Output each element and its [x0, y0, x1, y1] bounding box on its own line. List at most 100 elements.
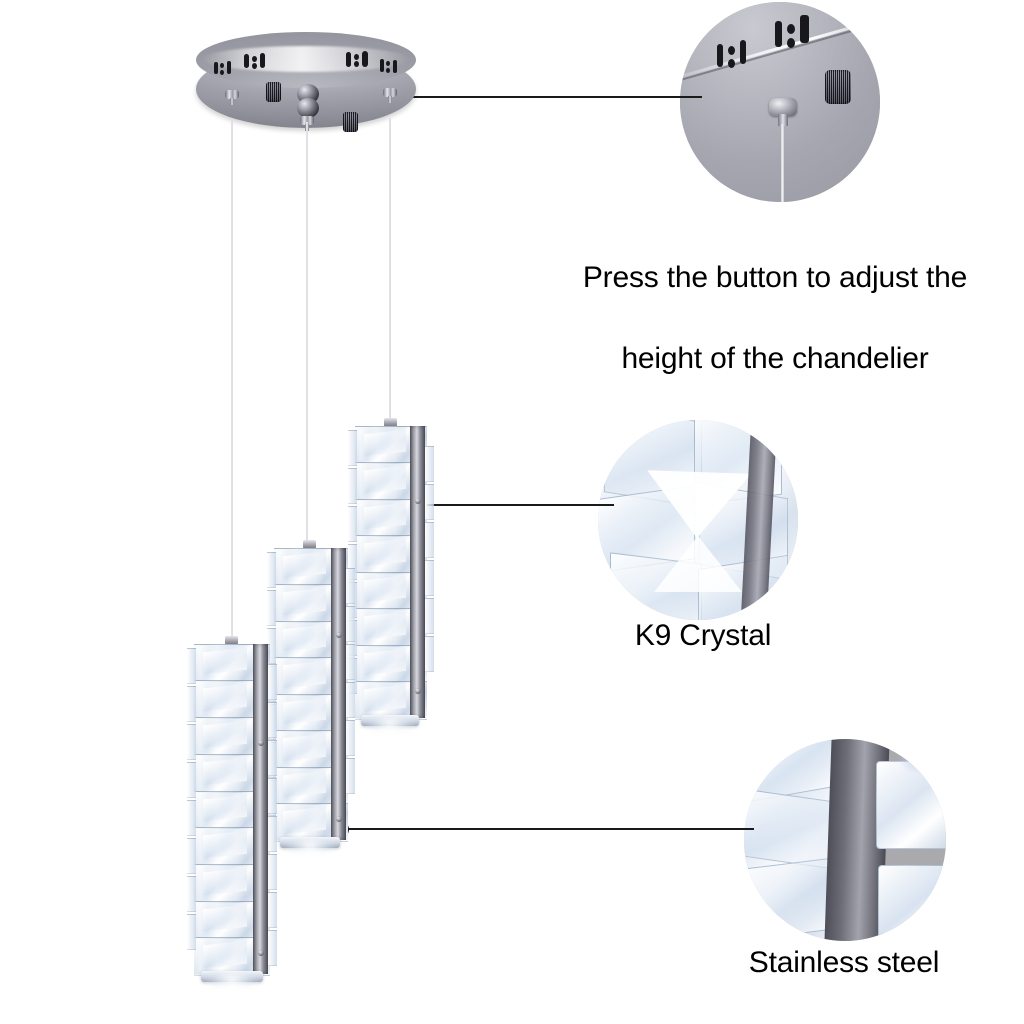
magnified-crystal-right-top: [876, 761, 946, 849]
crystal-side-tab: [348, 506, 357, 542]
crystal-side-tab: [267, 628, 276, 664]
gripper-cap: [225, 90, 239, 99]
magnifier-stainless-steel: [744, 739, 946, 941]
vent-hole: [386, 68, 390, 73]
magnifier-height-adjust: [680, 2, 880, 202]
vent-slot: [227, 61, 231, 74]
center-ball-finial: [297, 98, 319, 118]
pendant-middle: [267, 532, 355, 857]
spine-screw: [415, 498, 421, 504]
cable-gripper-collar: [778, 114, 788, 126]
caption-height-adjust-line2: height of the chandelier: [621, 341, 929, 375]
vent-slot: [380, 59, 384, 72]
crystal-side-tab: [268, 930, 277, 966]
vent-slot: [244, 54, 249, 68]
vent-hole: [354, 54, 359, 60]
crystal-side-tab: [346, 644, 355, 680]
crystal-side-tab: [268, 778, 277, 814]
spine-screw: [336, 632, 342, 638]
crystal-side-tab: [187, 762, 196, 798]
spine-screw: [415, 688, 421, 694]
vent-hole: [354, 61, 359, 67]
suspension-cable-right: [389, 118, 391, 474]
crystal-side-tab: [425, 522, 434, 558]
knurled-screw-cap[interactable]: [266, 82, 281, 102]
crystal-side-tab: [187, 724, 196, 760]
crystal-side-tab: [346, 720, 355, 756]
crystal-side-tab: [348, 430, 357, 466]
pendant-body: [267, 548, 355, 842]
crystal-side-tab: [425, 560, 434, 596]
pendant-light-glow: [202, 973, 262, 987]
crystal-side-tab: [187, 914, 196, 950]
stainless-steel-spine: [331, 548, 346, 840]
vent-hole: [728, 59, 735, 68]
pendant-light-glow: [281, 839, 339, 853]
vent-hole: [728, 46, 735, 55]
pendant-cap: [384, 418, 397, 427]
vent-slot: [214, 62, 218, 74]
crystal-side-tab: [348, 468, 357, 504]
caption-k9-crystal: K9 Crystal: [634, 619, 772, 652]
knurled-screw-cap[interactable]: [343, 112, 358, 132]
cable-gripper-button[interactable]: [769, 98, 797, 116]
callout-line-height-adjust: [396, 96, 702, 98]
crystal-side-tab: [268, 816, 277, 852]
canopy-highlight: [202, 46, 410, 72]
ceiling-canopy-plate: [196, 32, 416, 132]
suspension-cable-left: [231, 120, 233, 692]
crystal-side-tab: [346, 568, 355, 604]
crystal-side-tab: [425, 636, 434, 672]
pendant-body: [187, 644, 277, 976]
crystal-side-tab: [346, 758, 355, 794]
magnified-crystal-right-bottom: [878, 865, 946, 941]
caption-height-adjust: Press the button to adjust the height of…: [540, 218, 1010, 379]
vent-slot: [260, 53, 265, 68]
vent-hole: [386, 61, 390, 66]
caption-height-adjust-line1: Press the button to adjust the: [582, 261, 968, 295]
vent-slot: [362, 51, 368, 67]
pendant-right-short: [348, 410, 434, 735]
crystal-side-tab: [267, 590, 276, 626]
knurled-screw-cap[interactable]: [825, 70, 851, 104]
crystal-side-tab: [268, 892, 277, 928]
spine-screw: [258, 740, 264, 746]
vent-slot: [393, 60, 397, 73]
crystal-side-tab: [268, 854, 277, 890]
vent-slot: [800, 15, 809, 43]
vent-hole: [252, 56, 257, 62]
crystal-side-tab: [187, 686, 196, 722]
vent-hole: [252, 63, 257, 69]
crystal-side-tab: [187, 838, 196, 874]
vent-hole: [220, 70, 224, 75]
callout-line-stainless-steel: [340, 828, 754, 830]
pendant-left-long: [187, 628, 277, 1000]
magnifier-k9-crystal: [598, 420, 798, 620]
crystal-side-tab: [268, 702, 277, 738]
magnified-crystal-glint: [896, 739, 936, 773]
pendant-body: [348, 426, 434, 720]
gripper-neck: [388, 96, 392, 103]
crystal-side-tab: [268, 740, 277, 776]
vent-hole: [220, 63, 224, 68]
crystal-side-tab: [425, 598, 434, 634]
pendant-cap: [225, 636, 238, 645]
crystal-side-tab: [268, 664, 277, 700]
vent-hole: [787, 38, 795, 48]
pendant-cap: [303, 540, 316, 549]
crystal-side-tab: [346, 682, 355, 718]
crystal-side-tab: [425, 446, 434, 482]
vent-slot: [717, 44, 723, 67]
vent-slot: [775, 21, 782, 47]
spine-screw: [258, 950, 264, 956]
callout-line-k9-crystal: [392, 504, 614, 506]
pendant-light-glow: [362, 717, 418, 731]
stainless-steel-spine: [410, 426, 425, 718]
magnified-crystal-facets: [598, 420, 798, 620]
spine-screw: [336, 816, 342, 822]
crystal-side-tab: [425, 484, 434, 520]
crystal-side-tab: [346, 606, 355, 642]
crystal-side-tab: [187, 800, 196, 836]
crystal-pyramid-highlight: [644, 470, 752, 540]
